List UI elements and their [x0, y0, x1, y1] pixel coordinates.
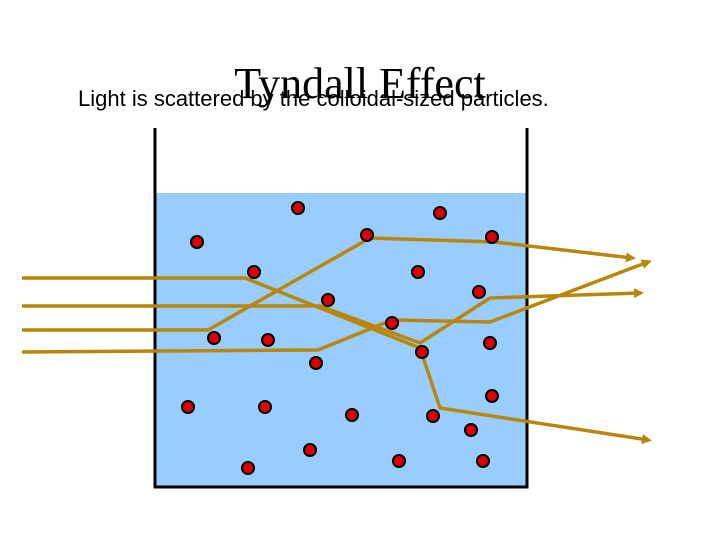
particle	[415, 345, 429, 359]
particles	[181, 201, 499, 475]
particle	[258, 400, 272, 414]
particle	[485, 389, 499, 403]
particle	[345, 408, 359, 422]
particle	[483, 336, 497, 350]
particle	[321, 293, 335, 307]
light-beam	[22, 288, 644, 345]
particle	[426, 409, 440, 423]
particle	[181, 400, 195, 414]
particle	[433, 206, 447, 220]
particle	[411, 265, 425, 279]
particle	[190, 235, 204, 249]
slide-title: Tyndall Effect	[234, 59, 486, 108]
particle	[472, 285, 486, 299]
particle	[207, 331, 221, 345]
particle	[485, 230, 499, 244]
slide-subtitle: Light is scattered by the colloidal-size…	[78, 86, 549, 111]
particle	[303, 443, 317, 457]
particle	[291, 201, 305, 215]
particle	[247, 265, 261, 279]
particle	[464, 423, 478, 437]
particle	[261, 333, 275, 347]
particle	[309, 356, 323, 370]
particle	[385, 316, 399, 330]
particle	[241, 461, 255, 475]
particle	[476, 454, 490, 468]
particle	[392, 454, 406, 468]
particle	[360, 228, 374, 242]
